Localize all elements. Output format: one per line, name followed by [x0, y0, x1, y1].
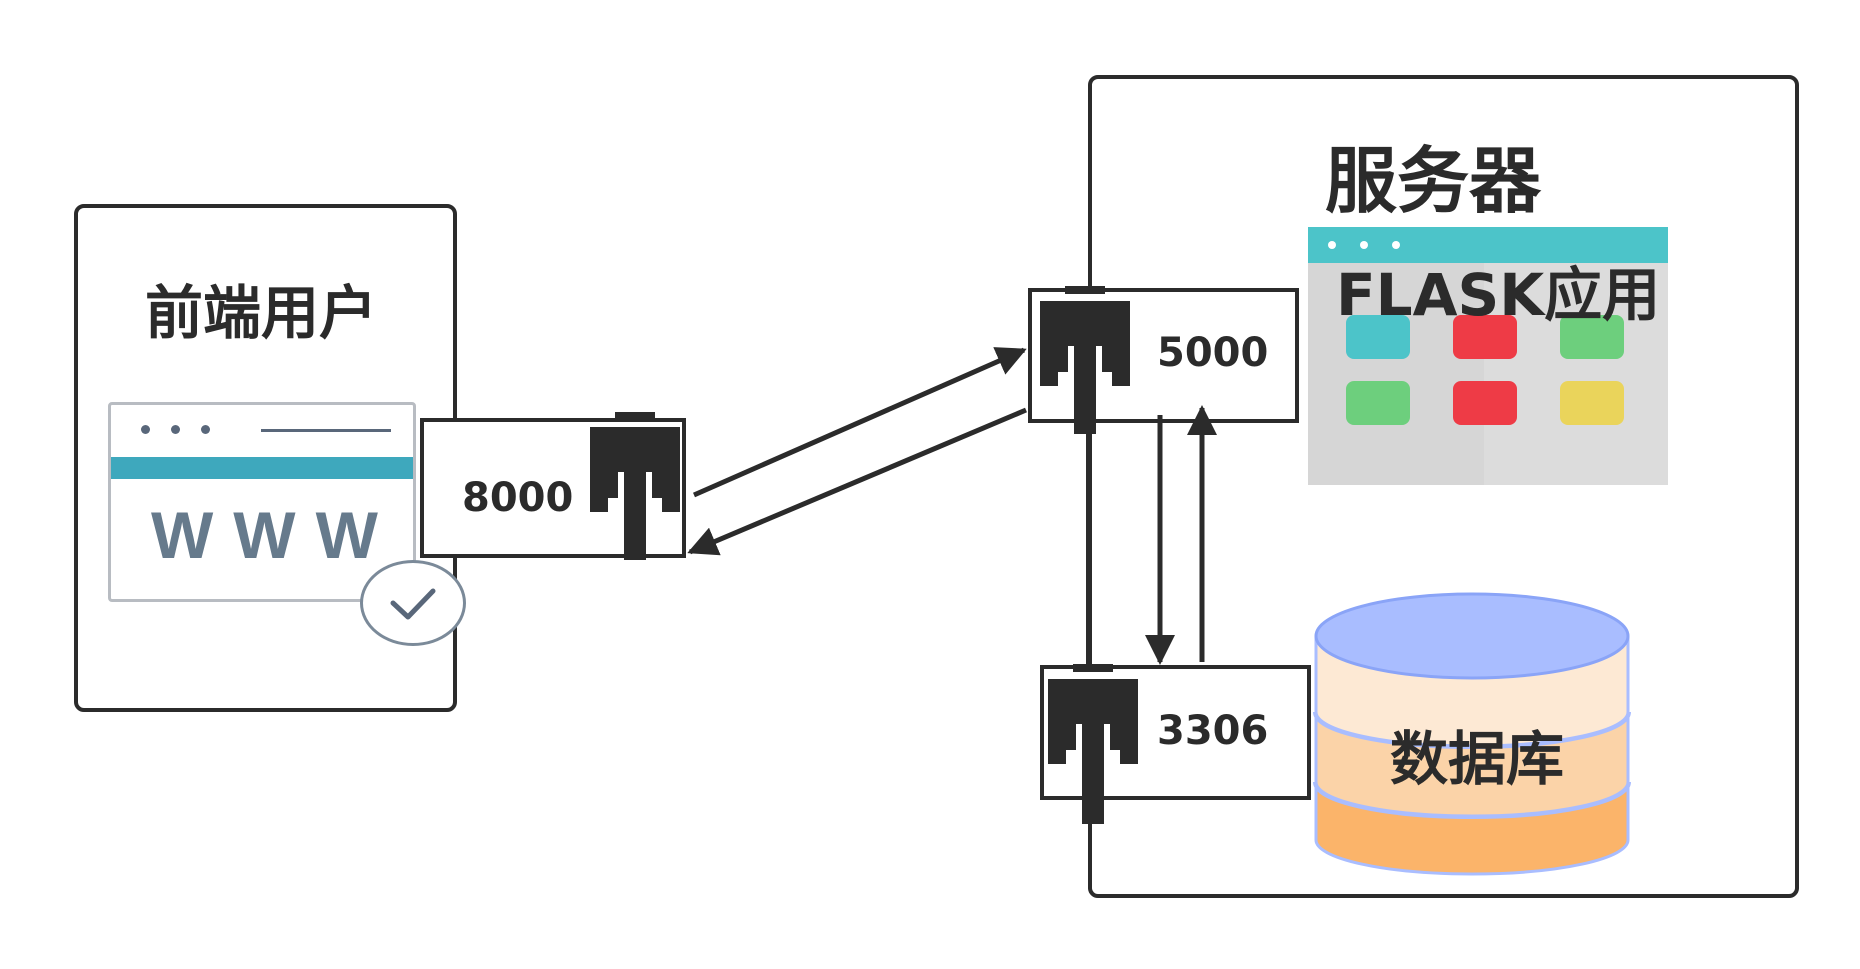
arrow-to-server	[692, 347, 1027, 498]
flask-title: FLASK应用	[1336, 261, 1661, 329]
app-tile	[1560, 381, 1624, 425]
browser-dots	[141, 425, 221, 435]
arrow-to-client	[687, 407, 1027, 556]
ethernet-port-icon	[590, 412, 680, 560]
port-5000-label: 5000	[1157, 330, 1269, 376]
database-title: 数据库	[1390, 725, 1565, 793]
database-cylinder-icon	[1313, 592, 1631, 876]
app-tile	[1560, 315, 1624, 359]
port-3306-label: 3306	[1157, 708, 1269, 754]
server-title: 服务器	[1325, 139, 1542, 223]
app-window-icon	[1308, 227, 1668, 485]
client-title: 前端用户	[145, 279, 378, 347]
check-badge-icon	[360, 560, 466, 646]
ethernet-port-icon	[1048, 664, 1138, 824]
app-window-bar	[1308, 227, 1668, 263]
app-tile	[1453, 315, 1517, 359]
browser-www-text: WWW	[151, 498, 398, 572]
app-tile	[1346, 315, 1410, 359]
app-tile	[1453, 381, 1517, 425]
browser-window-icon: WWW	[108, 402, 416, 602]
app-window-right-panel	[1484, 263, 1668, 485]
app-tile	[1346, 381, 1410, 425]
browser-accent-bar	[111, 457, 413, 479]
port-8000-label: 8000	[462, 475, 574, 521]
ethernet-port-icon	[1040, 286, 1130, 434]
browser-address-line	[261, 429, 391, 432]
